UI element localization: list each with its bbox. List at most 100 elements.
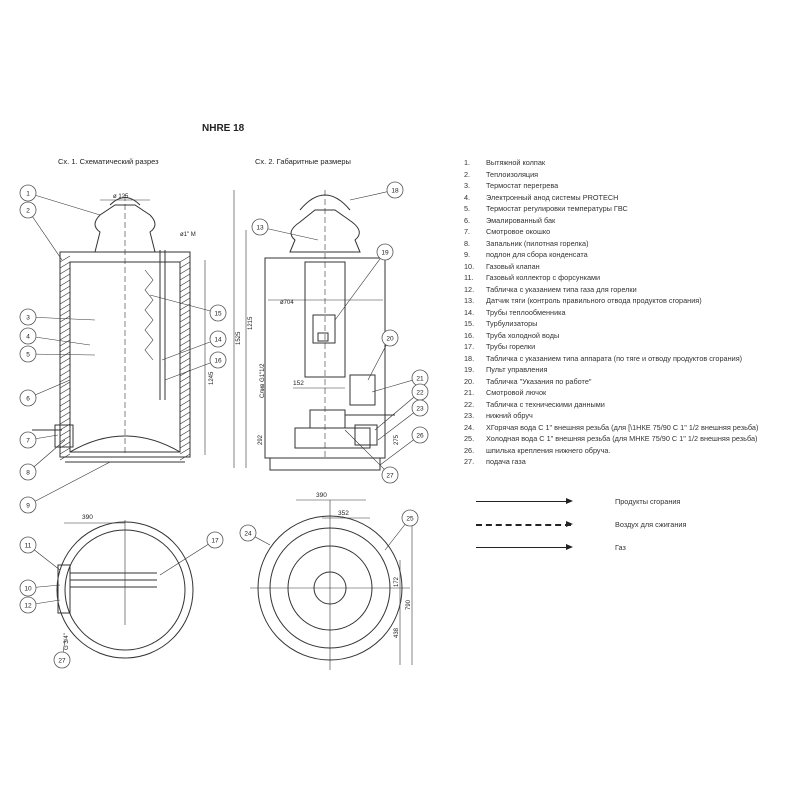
- callout-number: 27: [386, 473, 394, 480]
- legend-text: шпилька крепления нижнего обруча.: [486, 445, 611, 455]
- legend-text: Табличка "Указания по работе": [486, 376, 592, 386]
- leader-line: [159, 539, 216, 576]
- callout-circle: [251, 218, 269, 236]
- legend-text: нижний обруч: [486, 411, 533, 420]
- legend-text: Трубы теплообменника: [486, 307, 566, 317]
- legend-text: ХГорячая вода С 1" внешняя резьба (для […: [486, 422, 759, 432]
- legend-number: 6.: [464, 215, 471, 225]
- callout-number: 26: [416, 433, 424, 440]
- leader-line: [374, 391, 421, 431]
- legend-text: подлон для сбора конденсата: [486, 250, 588, 259]
- leader-line: [27, 461, 111, 506]
- dim-1525: 1525: [236, 331, 242, 345]
- callout-circle: [209, 351, 227, 369]
- legend-number: 18.: [464, 353, 475, 363]
- dim-390-a: 390: [82, 514, 93, 521]
- callout-number: 3: [26, 315, 30, 322]
- insulation-hatch: [179, 273, 191, 281]
- callout-number: 8: [26, 470, 30, 477]
- insulation-hatch: [59, 357, 71, 365]
- insulation-hatch: [179, 441, 191, 449]
- dim-292: 292: [258, 434, 264, 445]
- fig1-caption: Сх. 1. Схематический разрез: [58, 157, 159, 166]
- callout-24: 24: [239, 524, 271, 546]
- insulation-hatch: [59, 435, 71, 443]
- callout-circle: [19, 496, 37, 514]
- legend-item: 18.Табличка с указанием типа аппарата (п…: [464, 353, 800, 365]
- callout-circle: [401, 509, 419, 527]
- legend-item: 25.Холодная вода С 1" внешняя резьба (дл…: [464, 433, 800, 445]
- callout-number: 17: [211, 538, 219, 545]
- flow-legend-text: Воздух для сжигания: [615, 520, 687, 529]
- callout-circle: [19, 308, 37, 326]
- insulation-hatch: [59, 405, 71, 413]
- legend-text: Электронный анод системы PROTECH: [486, 192, 619, 202]
- dim-flue-diameter: ø 125: [113, 194, 129, 200]
- callout-number: 18: [391, 188, 399, 195]
- callout-1: 1: [19, 184, 101, 216]
- insulation-hatch: [179, 297, 191, 305]
- legend-text: Трубы горелки: [486, 342, 536, 351]
- callout-circle: [206, 531, 224, 549]
- callout-circle: [381, 466, 399, 484]
- insulation-hatch: [59, 387, 71, 395]
- callout-16: 16: [164, 351, 227, 381]
- callout-circle: [19, 184, 37, 202]
- leader-line: [27, 192, 101, 216]
- callout-circle: [376, 243, 394, 261]
- legend-item: 19.Пульт управления: [464, 364, 800, 376]
- insulation-hatch: [179, 375, 191, 383]
- insulation-hatch: [179, 255, 191, 263]
- legend-item: 13.Датчик тяги (контроль правильного отв…: [464, 295, 800, 307]
- leader-line: [27, 353, 96, 356]
- legend-text: Табличка с техническими данными: [486, 399, 605, 409]
- fig1-section: ø 125 ø1" M 1245: [32, 194, 215, 463]
- callout-circle: [53, 651, 71, 669]
- fig3-plan-burner: 390 G 3/4": [56, 514, 194, 659]
- insulation-hatch: [179, 417, 191, 425]
- legend-number: 3.: [464, 181, 471, 190]
- legend-item: 16.Труба холодной воды: [464, 330, 800, 342]
- insulation-hatch: [179, 435, 191, 443]
- legend-text: Датчик тяги (контроль правильного отвода…: [486, 296, 702, 305]
- flow-legend-item: Продукты сгорания: [476, 490, 796, 513]
- legend-number: 4.: [464, 192, 471, 202]
- insulation-hatch: [179, 309, 191, 317]
- callout-number: 6: [26, 396, 30, 403]
- arrow-icon: [476, 521, 573, 527]
- legend-item: 1.Вытяжной колпак: [464, 157, 800, 169]
- legend-number: 17.: [464, 342, 475, 351]
- insulation-hatch: [59, 417, 71, 425]
- callout-number: 4: [26, 334, 30, 341]
- legend-number: 1.: [464, 158, 471, 167]
- leader-line: [27, 316, 96, 321]
- fig2-caption: Сх. 2. Габаритные размеры: [255, 157, 351, 166]
- arrow-icon: [476, 497, 573, 504]
- legend-number: 22.: [464, 399, 475, 409]
- legend-number: 23.: [464, 411, 475, 420]
- insulation-hatch: [59, 381, 71, 389]
- insulation-hatch: [179, 363, 191, 371]
- callout-19: 19: [334, 243, 394, 321]
- insulation-hatch: [59, 393, 71, 401]
- callout-circle: [19, 345, 37, 363]
- dim-1215: 1215: [248, 316, 254, 330]
- callout-circle: [19, 596, 37, 614]
- insulation-hatch: [59, 279, 71, 287]
- callout-27: 27: [53, 639, 71, 669]
- leader-line: [334, 251, 386, 321]
- insulation-hatch: [179, 321, 191, 329]
- legend-text: Запальник (пилотная горелка): [486, 238, 589, 248]
- dim-704: ø704: [280, 300, 294, 306]
- legend-number: 8.: [464, 238, 471, 248]
- insulation-hatch: [59, 327, 71, 335]
- callout-number: 16: [214, 358, 222, 365]
- insulation-hatch: [59, 375, 71, 383]
- callout-12: 12: [19, 596, 61, 614]
- flow-legend-text: Продукты сгорания: [615, 497, 681, 506]
- callout-circle: [386, 181, 404, 199]
- callout-number: 21: [416, 376, 424, 383]
- insulation-hatch: [179, 261, 191, 269]
- callout-circle: [19, 579, 37, 597]
